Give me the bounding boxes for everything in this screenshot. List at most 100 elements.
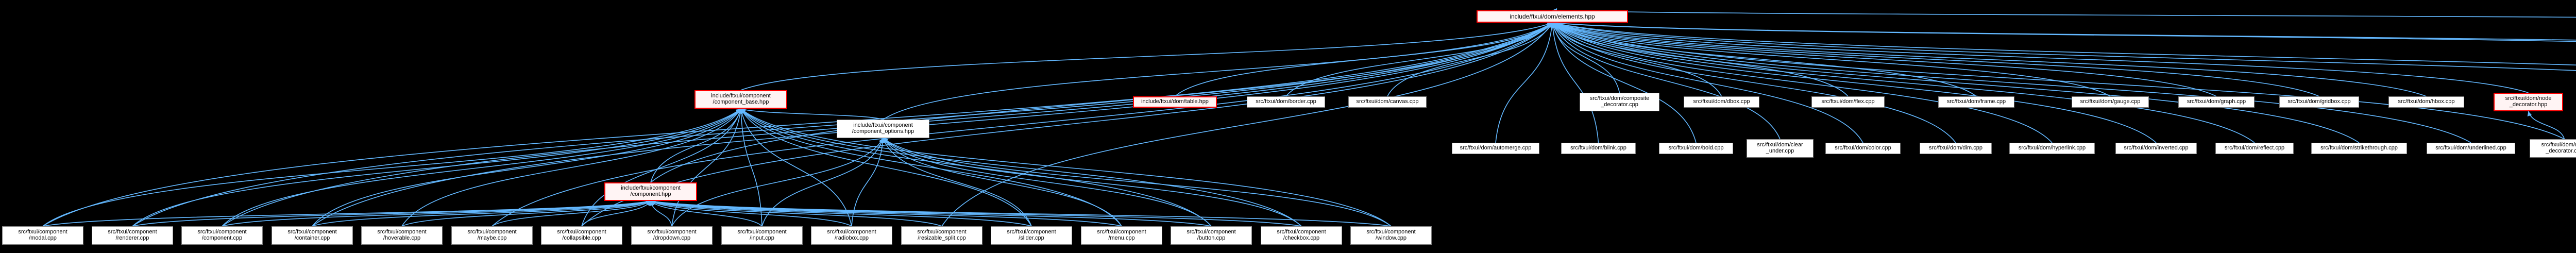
graph-edge bbox=[581, 108, 741, 227]
graph-node[interactable]: src/ftxui/dom/clear _under.cpp bbox=[1747, 139, 1814, 158]
graph-node[interactable]: src/ftxui/dom/graph.cpp bbox=[2178, 96, 2255, 108]
graph-node[interactable]: src/ftxui/component /slider.cpp bbox=[991, 226, 1072, 245]
graph-edge-arrowhead bbox=[1548, 23, 1552, 28]
graph-edge bbox=[1495, 22, 1553, 143]
graph-edge bbox=[883, 22, 1553, 120]
graph-edge bbox=[312, 22, 1553, 227]
graph-edge bbox=[671, 108, 741, 227]
graph-edge bbox=[312, 108, 741, 227]
graph-edge bbox=[2528, 111, 2565, 140]
graph-edge bbox=[42, 22, 1553, 227]
graph-edge-arrowhead bbox=[883, 138, 888, 143]
graph-node[interactable]: src/ftxui/component /resizable_split.cpp bbox=[901, 226, 982, 245]
graph-edge bbox=[1552, 22, 2217, 97]
graph-edge bbox=[761, 138, 884, 227]
graph-node[interactable]: src/ftxui/dom/canvas.cpp bbox=[1348, 96, 1427, 108]
graph-node[interactable]: src/ftxui/component /component.cpp bbox=[181, 226, 263, 245]
graph-edge bbox=[492, 22, 1553, 227]
graph-edge bbox=[1552, 22, 2360, 143]
graph-edge bbox=[42, 200, 651, 227]
graph-node[interactable]: src/ftxui/component /hoverable.cpp bbox=[361, 226, 443, 245]
graph-node[interactable]: src/ftxui/component /window.cpp bbox=[1350, 226, 1432, 245]
graph-node[interactable]: src/ftxui/component /menu.cpp bbox=[1081, 226, 1162, 245]
graph-node[interactable]: src/ftxui/component /container.cpp bbox=[272, 226, 353, 245]
graph-edge bbox=[1174, 22, 1553, 97]
graph-node[interactable]: src/ftxui/dom/frame.cpp bbox=[1938, 96, 2014, 108]
graph-edge bbox=[1552, 22, 2565, 140]
graph-edge bbox=[492, 200, 651, 227]
graph-node[interactable]: src/ftxui/component /dropdown.cpp bbox=[631, 226, 713, 245]
graph-node[interactable]: include/ftxui/component /component_optio… bbox=[837, 120, 929, 138]
graph-node[interactable]: include/ftxui/dom/table.hpp bbox=[1133, 96, 1217, 108]
graph-node[interactable]: src/ftxui/component /button.cpp bbox=[1171, 226, 1252, 245]
graph-edge bbox=[132, 108, 741, 227]
graph-edge bbox=[1552, 22, 2529, 93]
graph-edge bbox=[1552, 22, 2157, 143]
graph-node[interactable]: src/ftxui/dom/hbox.cpp bbox=[2388, 96, 2464, 108]
graph-node[interactable]: src/ftxui/dom/underlined.cpp bbox=[2427, 143, 2515, 154]
graph-edge bbox=[883, 138, 1392, 227]
graph-edge bbox=[650, 200, 1212, 227]
graph-edge bbox=[671, 138, 884, 227]
graph-edge bbox=[740, 108, 884, 120]
graph-node[interactable]: src/ftxui/component /modal.cpp bbox=[2, 226, 83, 245]
graph-edge bbox=[1552, 22, 2576, 41]
graph-node[interactable]: src/ftxui/dom/reflect.cpp bbox=[2215, 143, 2294, 154]
graph-node[interactable]: src/ftxui/dom/strikethrough.cpp bbox=[2311, 143, 2407, 154]
graph-edge bbox=[222, 200, 651, 227]
graph-node[interactable]: src/ftxui/component /radiobox.cpp bbox=[811, 226, 892, 245]
graph-node[interactable]: src/ftxui/dom/flex.cpp bbox=[1811, 96, 1885, 108]
graph-node[interactable]: src/ftxui/dom/gridbox.cpp bbox=[2279, 96, 2359, 108]
graph-edge bbox=[222, 108, 741, 227]
graph-node[interactable]: src/ftxui/dom/dim.cpp bbox=[1920, 143, 1992, 154]
graph-node[interactable]: src/ftxui/dom/automerge.cpp bbox=[1452, 143, 1539, 154]
graph-edge bbox=[312, 200, 651, 227]
graph-edge bbox=[740, 108, 1392, 227]
graph-edge bbox=[1552, 22, 2576, 71]
graph-edge bbox=[42, 108, 741, 227]
graph-node[interactable]: src/ftxui/component /input.cpp bbox=[721, 226, 803, 245]
graph-node[interactable]: src/ftxui/component /collapsible.cpp bbox=[541, 226, 622, 245]
graph-edge bbox=[740, 108, 1032, 227]
graph-edge bbox=[740, 22, 1553, 91]
graph-node[interactable]: src/ftxui/dom/bold.cpp bbox=[1659, 143, 1733, 154]
graph-node[interactable]: src/ftxui/component /renderer.cpp bbox=[92, 226, 173, 245]
graph-edge bbox=[650, 200, 762, 227]
graph-node[interactable]: src/ftxui/dom/gauge.cpp bbox=[2072, 96, 2149, 108]
graph-edge bbox=[1552, 22, 2319, 97]
graph-edge bbox=[1552, 22, 2053, 143]
graph-node[interactable]: src/ftxui/dom/border.cpp bbox=[1247, 96, 1325, 108]
graph-node[interactable]: include/ftxui/component /component.hpp bbox=[604, 182, 697, 201]
graph-node[interactable]: src/ftxui/dom/node _decorator.hpp bbox=[2494, 93, 2563, 111]
graph-edge bbox=[740, 108, 1302, 227]
graph-edge bbox=[1552, 10, 2576, 18]
graph-node[interactable]: include/ftxui/component /component_base.… bbox=[694, 90, 787, 109]
graph-node[interactable]: src/ftxui/component /maybe.cpp bbox=[451, 226, 533, 245]
graph-node[interactable]: src/ftxui/component /checkbox.cpp bbox=[1261, 226, 1342, 245]
graph-node[interactable]: src/ftxui/dom/node _decorator.cpp bbox=[2530, 139, 2576, 158]
graph-node[interactable]: src/ftxui/dom/composite _decorator.cpp bbox=[1580, 93, 1659, 111]
graph-edge bbox=[740, 108, 762, 227]
graph-edge bbox=[1552, 22, 2576, 65]
graph-edge-arrowhead bbox=[2527, 111, 2532, 116]
graph-edge bbox=[650, 200, 942, 227]
graph-edge bbox=[941, 22, 1553, 227]
graph-node[interactable]: src/ftxui/dom/color.cpp bbox=[1825, 143, 1901, 154]
graph-node[interactable]: src/ftxui/dom/hyperlink.cpp bbox=[2009, 143, 2095, 154]
graph-edge bbox=[650, 200, 1032, 227]
graph-edge bbox=[1552, 22, 1956, 143]
graph-edge bbox=[1387, 22, 1553, 97]
graph-node[interactable]: src/ftxui/dom/dbox.cpp bbox=[1684, 96, 1759, 108]
graph-edge bbox=[883, 138, 1032, 227]
graph-edge bbox=[1552, 22, 2427, 97]
graph-edge bbox=[1552, 22, 2255, 143]
graph-edge bbox=[650, 200, 852, 227]
graph-node[interactable]: src/ftxui/dom/inverted.cpp bbox=[2115, 143, 2197, 154]
graph-edge-arrowhead bbox=[878, 138, 883, 144]
graph-node[interactable]: src/ftxui/dom/blink.cpp bbox=[1561, 143, 1636, 154]
graph-node[interactable]: include/ftxui/dom/elements.hpp bbox=[1477, 10, 1628, 23]
graph-edge bbox=[883, 138, 1212, 227]
graph-edge bbox=[1552, 22, 2471, 143]
